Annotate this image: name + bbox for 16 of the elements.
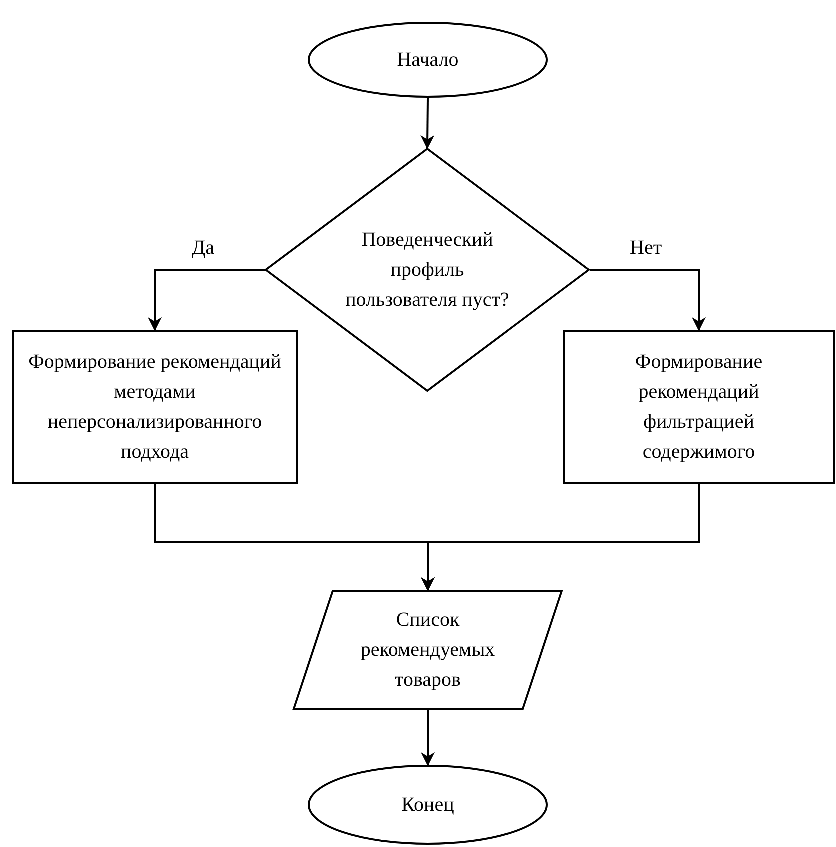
output-parallelogram xyxy=(293,590,563,710)
process-box xyxy=(12,330,298,484)
node-text: Конец xyxy=(400,793,456,818)
node-text: Список рекомендуемых товаров xyxy=(360,608,496,693)
node-text: Формирование рекомендаций фильтрацией содержимого xyxy=(634,350,764,465)
process-box xyxy=(563,330,835,484)
start-ellipse xyxy=(308,22,548,98)
arrow xyxy=(421,484,700,592)
node-text: Начало xyxy=(396,48,460,73)
arrow xyxy=(148,269,265,332)
node-text: Поведенческий профиль пользователя пуст? xyxy=(344,228,510,313)
arrow xyxy=(420,98,435,150)
node-text: Формирование рекомендаций методами неперсонализированного подхода xyxy=(28,350,282,465)
arrow xyxy=(590,269,706,332)
arrow xyxy=(421,710,435,766)
end-ellipse xyxy=(308,765,548,845)
